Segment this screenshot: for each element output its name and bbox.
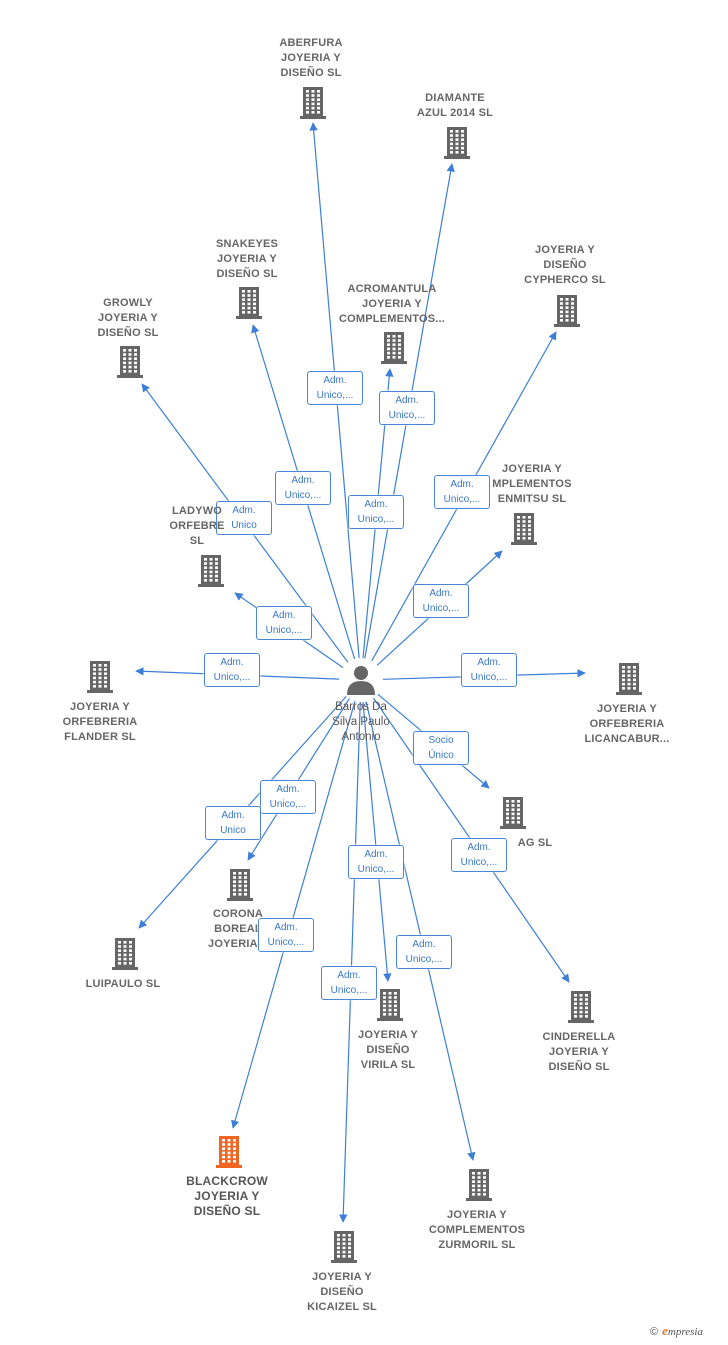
role-box-enmitsu[interactable]: Adm. Unico,...: [413, 584, 469, 618]
building-icon-acromantula[interactable]: [381, 332, 407, 364]
role-box-cinderella[interactable]: Adm. Unico,...: [451, 838, 507, 872]
edge-blackcrow: [231, 700, 356, 1129]
company-label-diamante[interactable]: DIAMANTE AZUL 2014 SL: [416, 92, 494, 119]
company-label-luipaulo[interactable]: LUIPAULO SL: [85, 978, 161, 990]
building-icon-luipaulo[interactable]: [112, 938, 138, 970]
company-label-ladywo[interactable]: LADYWO ORFEBRE SL: [169, 505, 225, 547]
role-box-corona[interactable]: Adm. Unico,...: [260, 780, 316, 814]
edge-kicaizel: [339, 701, 361, 1223]
role-box-luipaulo[interactable]: Adm. Unico: [205, 806, 261, 840]
edge-zurmoril: [365, 701, 476, 1161]
building-icon-kicaizel[interactable]: [331, 1231, 357, 1263]
building-icon-cinderella[interactable]: [568, 991, 594, 1023]
company-label-flander[interactable]: JOYERIA Y ORFEBRERIA FLANDER SL: [62, 701, 138, 743]
role-box-kicaizel[interactable]: Adm. Unico,...: [321, 966, 377, 1000]
company-label-kicaizel[interactable]: JOYERIA Y DISEÑO KICAIZEL SL: [307, 1271, 377, 1313]
company-label-licancabur[interactable]: JOYERIA Y ORFEBRERIA LICANCABUR...: [584, 703, 670, 745]
building-icon-ag[interactable]: [500, 797, 526, 829]
company-label-cinderella[interactable]: CINDERELLA JOYERIA Y DISEÑO SL: [542, 1031, 616, 1073]
building-icon-aberfura[interactable]: [300, 87, 326, 119]
company-label-aberfura[interactable]: ABERFURA JOYERIA Y DISEÑO SL: [279, 37, 343, 79]
company-label-cypherco[interactable]: JOYERIA Y DISEÑO CYPHERCO SL: [524, 244, 606, 286]
company-label-virila[interactable]: JOYERIA Y DISEÑO VIRILA SL: [358, 1029, 418, 1071]
role-box-flander[interactable]: Adm. Unico,...: [204, 653, 260, 687]
role-box-ladywo[interactable]: Adm. Unico,...: [256, 606, 312, 640]
role-box-snakeyes[interactable]: Adm. Unico,...: [275, 471, 331, 505]
company-label-zurmoril[interactable]: JOYERIA Y COMPLEMENTOS ZURMORIL SL: [428, 1209, 526, 1251]
person-icon[interactable]: [347, 666, 375, 695]
role-box-diamante[interactable]: Adm. Unico,...: [379, 391, 435, 425]
company-label-corona[interactable]: CORONA BOREAL JOYERIA Y: [208, 908, 268, 950]
role-box-growly[interactable]: Adm. Unico: [216, 501, 272, 535]
role-box-acromantula[interactable]: Adm. Unico,...: [348, 495, 404, 529]
building-icon-snakeyes[interactable]: [236, 287, 262, 319]
building-icon-zurmoril[interactable]: [466, 1169, 492, 1201]
building-icon-growly[interactable]: [117, 346, 143, 378]
role-box-aberfura[interactable]: Adm. Unico,...: [307, 371, 363, 405]
company-label-ag[interactable]: AG SL: [517, 837, 553, 849]
brand-initial: e: [662, 1323, 668, 1338]
edge-virila: [362, 701, 392, 982]
building-icon-flander[interactable]: [87, 661, 113, 693]
building-icon-corona[interactable]: [227, 869, 253, 901]
company-label-acromantula[interactable]: ACROMANTULA JOYERIA Y COMPLEMENTOS...: [338, 283, 446, 325]
center-person-label[interactable]: Barros Da Silva Paulo Antonio: [332, 701, 390, 743]
edge-corona: [247, 698, 350, 861]
role-box-licancabur[interactable]: Adm. Unico,...: [461, 653, 517, 687]
building-icon-diamante[interactable]: [444, 127, 470, 159]
copyright-symbol: ©: [650, 1326, 659, 1338]
building-icon-blackcrow[interactable]: [216, 1136, 242, 1168]
building-icon-enmitsu[interactable]: [511, 513, 537, 545]
building-icon-cypherco[interactable]: [554, 295, 580, 327]
company-label-snakeyes[interactable]: SNAKEYES JOYERIA Y DISEÑO SL: [215, 238, 279, 280]
building-icon-ladywo[interactable]: [198, 555, 224, 587]
company-label-enmitsu[interactable]: JOYERIA Y MPLEMENTOS ENMITSU SL: [492, 463, 572, 505]
brand-name: mpresia: [667, 1326, 703, 1338]
role-box-blackcrow[interactable]: Adm. Unico,...: [258, 918, 314, 952]
building-icon-licancabur[interactable]: [616, 663, 642, 695]
company-label-growly[interactable]: GROWLY JOYERIA Y DISEÑO SL: [97, 297, 159, 339]
role-box-ag[interactable]: Socio Único: [413, 731, 469, 765]
role-box-zurmoril[interactable]: Adm. Unico,...: [396, 935, 452, 969]
role-box-virila[interactable]: Adm. Unico,...: [348, 845, 404, 879]
company-label-blackcrow[interactable]: BLACKCROW JOYERIA Y DISEÑO SL: [186, 1174, 268, 1218]
building-icon-virila[interactable]: [377, 989, 403, 1021]
empresia-brand: ©empresia: [650, 1323, 703, 1339]
role-box-cypherco[interactable]: Adm. Unico,...: [434, 475, 490, 509]
